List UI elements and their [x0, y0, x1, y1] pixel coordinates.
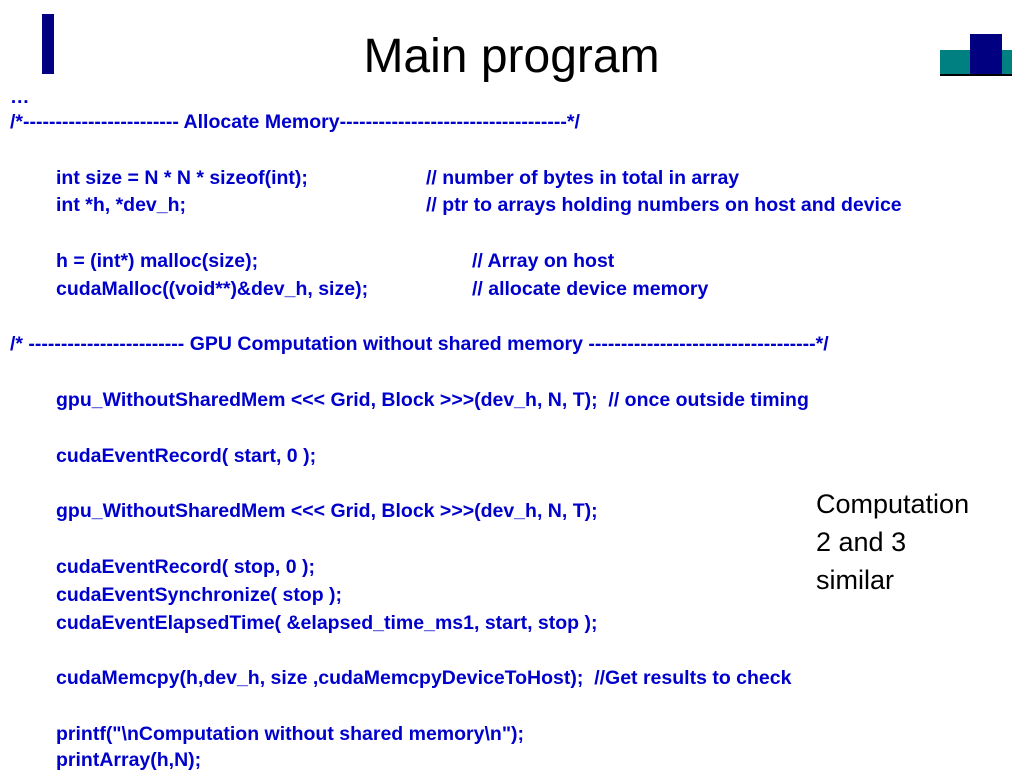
code-malloc-stmt: h = (int*) malloc(size); — [56, 250, 259, 272]
title-accent-bar — [42, 14, 54, 74]
code-printarray-stmt: printArray(h,N); — [56, 749, 202, 771]
side-note-line-3: similar — [816, 565, 894, 595]
logo-navy-block — [970, 34, 1002, 74]
code-alloc-header: /*------------------------ Allocate Memo… — [10, 111, 580, 133]
code-cudamalloc-comment: // allocate device memory — [472, 278, 709, 300]
code-elapsed-stmt: cudaEventElapsedTime( &elapsed_time_ms1,… — [56, 612, 598, 634]
side-note-line-1: Computation — [816, 489, 970, 519]
code-size-comment: // number of bytes in total in array — [426, 167, 740, 189]
code-ptr-comment: // ptr to arrays holding numbers on host… — [426, 194, 902, 216]
code-kernel-warmup: gpu_WithoutSharedMem <<< Grid, Block >>>… — [56, 389, 809, 411]
code-ptr-stmt: int *h, *dev_h; — [56, 194, 187, 216]
code-ellipsis: … — [10, 86, 30, 108]
logo-underline — [940, 74, 1012, 76]
code-memcpy-stmt: cudaMemcpy(h,dev_h, size ,cudaMemcpyDevi… — [56, 667, 792, 689]
code-record-stop: cudaEventRecord( stop, 0 ); — [56, 556, 315, 578]
slide-title: Main program — [363, 30, 660, 83]
code-cudamalloc-stmt: cudaMalloc((void**)&dev_h, size); — [56, 278, 369, 300]
code-printf-stmt: printf("\nComputation without shared mem… — [56, 723, 525, 745]
code-record-start: cudaEventRecord( start, 0 ); — [56, 445, 317, 467]
code-size-stmt: int size = N * N * sizeof(int); — [56, 167, 308, 189]
code-sync-stmt: cudaEventSynchronize( stop ); — [56, 584, 343, 606]
code-malloc-comment: // Array on host — [472, 250, 615, 272]
code-gpu-header: /* ------------------------ GPU Computat… — [10, 333, 829, 355]
side-note: Computation 2 and 3 similar — [816, 485, 969, 599]
code-kernel-timed: gpu_WithoutSharedMem <<< Grid, Block >>>… — [56, 500, 598, 522]
side-note-line-2: 2 and 3 — [816, 527, 907, 557]
